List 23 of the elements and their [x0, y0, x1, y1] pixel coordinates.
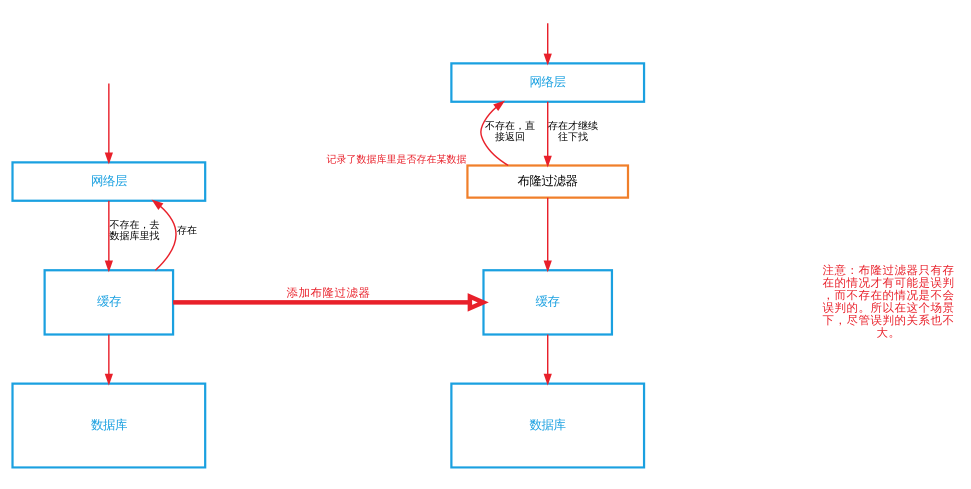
arrow: [544, 334, 552, 386]
label: 注意：布隆过滤器只有存在的情况才有可能是误判，而不存在的情况是不会误判的。所以在这个场景下，尽管误判的关系也不大。: [822, 262, 954, 340]
arrow: [104, 200, 113, 272]
node-label: 记录了数据库里是否存在某数据: [326, 154, 466, 166]
arrow: [544, 22, 552, 65]
arrow: [173, 292, 489, 312]
arrow: [152, 199, 177, 270]
arrow: [480, 100, 509, 166]
edge-label: 不存在，直接返回: [484, 120, 535, 142]
node-box: 数据库: [450, 382, 646, 468]
node-box: 网络层: [11, 160, 206, 202]
node-box: 网络层: [450, 62, 646, 102]
node-box: 布隆过滤器: [466, 164, 630, 198]
edge-label: 不存在，去数据库里找: [109, 220, 160, 242]
node-box: 数据库: [11, 382, 206, 468]
node-box: 缓存: [482, 268, 614, 336]
arrow: [104, 83, 113, 164]
arrow: [104, 334, 113, 386]
node-box: 缓存: [44, 268, 174, 336]
arrow: [544, 101, 552, 167]
edge-label: 存在: [176, 225, 197, 236]
arrow: [544, 197, 552, 272]
edge-label: 添加布隆过滤器: [286, 285, 370, 300]
